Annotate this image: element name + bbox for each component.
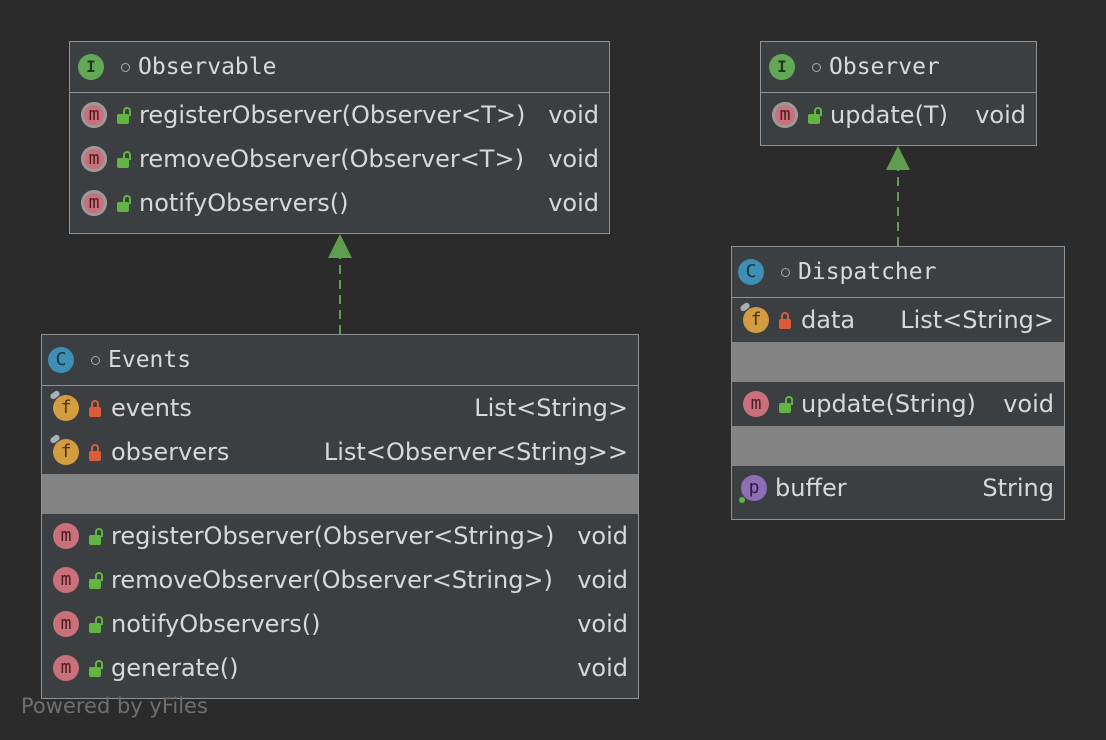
field-type: List<Observer<String>> — [323, 438, 628, 466]
method-name: removeObserver(Observer<T>) — [139, 145, 524, 173]
arrowhead-icon — [328, 234, 352, 258]
field-row[interactable]: f events List<String> — [42, 386, 638, 430]
method-icon: m — [53, 523, 79, 549]
method-name: update(String) — [801, 390, 976, 418]
public-lock-icon — [806, 105, 822, 125]
field-icon: f — [49, 389, 79, 421]
public-lock-icon — [87, 658, 103, 678]
method-type: void — [577, 610, 628, 638]
powered-by-footer: Powered by yFiles — [21, 694, 208, 718]
method-type: void — [548, 101, 599, 129]
node-title: Dispatcher — [798, 259, 937, 285]
node-header: C Events — [42, 335, 638, 386]
interface-icon: I — [78, 54, 104, 80]
abstract-method-icon: m — [81, 102, 107, 128]
method-type: void — [548, 189, 599, 217]
visibility-package-icon — [121, 62, 130, 72]
class-icon: C — [48, 347, 74, 373]
method-row[interactable]: m removeObserver(Observer<String>) void — [42, 558, 638, 602]
visibility-package-icon — [812, 62, 821, 72]
property-type: String — [982, 474, 1054, 502]
method-name: removeObserver(Observer<String>) — [111, 566, 553, 594]
field-name: data — [801, 306, 856, 334]
abstract-method-icon: m — [81, 190, 107, 216]
method-type: void — [975, 101, 1026, 129]
method-name: registerObserver(Observer<T>) — [139, 101, 526, 129]
edge-events-implements-observable — [328, 234, 352, 334]
section-separator — [42, 474, 638, 514]
method-row[interactable]: m registerObserver(Observer<T>) void — [70, 93, 609, 137]
node-header: I Observer — [761, 42, 1036, 93]
abstract-method-icon: m — [81, 146, 107, 172]
private-lock-icon — [87, 442, 103, 462]
section-separator — [732, 342, 1064, 382]
private-lock-icon — [777, 310, 793, 330]
property-icon: p — [739, 475, 767, 503]
public-lock-icon — [115, 105, 131, 125]
visibility-package-icon — [781, 267, 790, 277]
field-row[interactable]: f data List<String> — [732, 298, 1064, 342]
observable-interface-node[interactable]: I Observable m registerObserver(Observer… — [69, 41, 610, 234]
field-row[interactable]: f observers List<Observer<String>> — [42, 430, 638, 474]
method-row[interactable]: m registerObserver(Observer<String>) voi… — [42, 514, 638, 558]
method-icon: m — [53, 567, 79, 593]
public-lock-icon — [777, 394, 793, 414]
observer-interface-node[interactable]: I Observer m update(T) void — [760, 41, 1037, 146]
method-type: void — [577, 566, 628, 594]
property-name: buffer — [775, 474, 847, 502]
node-header: I Observable — [70, 42, 609, 93]
method-name: registerObserver(Observer<String>) — [111, 522, 555, 550]
method-row[interactable]: m removeObserver(Observer<T>) void — [70, 137, 609, 181]
property-row[interactable]: p buffer String — [732, 466, 1064, 510]
node-title: Observable — [138, 54, 277, 80]
abstract-method-icon: m — [772, 102, 798, 128]
public-lock-icon — [87, 614, 103, 634]
method-name: generate() — [111, 654, 239, 682]
interface-icon: I — [769, 54, 795, 80]
section-separator — [732, 426, 1064, 466]
arrowhead-icon — [886, 146, 910, 170]
field-icon: f — [739, 301, 769, 333]
method-row[interactable]: m notifyObservers() void — [70, 181, 609, 225]
public-lock-icon — [87, 570, 103, 590]
dispatcher-class-node[interactable]: C Dispatcher f data List<String> m updat… — [731, 246, 1065, 520]
method-icon: m — [743, 391, 769, 417]
public-lock-icon — [87, 526, 103, 546]
method-name: notifyObservers() — [111, 610, 321, 638]
method-name: notifyObservers() — [139, 189, 349, 217]
public-lock-icon — [115, 193, 131, 213]
method-row[interactable]: m notifyObservers() void — [42, 602, 638, 646]
method-row[interactable]: m update(T) void — [761, 93, 1036, 137]
public-lock-icon — [115, 149, 131, 169]
class-icon: C — [738, 259, 764, 285]
node-title: Events — [108, 347, 192, 373]
field-name: observers — [111, 438, 230, 466]
method-type: void — [577, 522, 628, 550]
node-title: Observer — [829, 54, 940, 80]
field-icon: f — [49, 433, 79, 465]
edge-dispatcher-implements-observer — [886, 146, 910, 246]
method-icon: m — [53, 611, 79, 637]
method-row[interactable]: m generate() void — [42, 646, 638, 690]
method-row[interactable]: m update(String) void — [732, 382, 1064, 426]
method-type: void — [577, 654, 628, 682]
method-type: void — [1003, 390, 1054, 418]
method-icon: m — [53, 655, 79, 681]
events-class-node[interactable]: C Events f events List<String> f observe… — [41, 334, 639, 699]
field-type: List<String> — [474, 394, 628, 422]
method-type: void — [548, 145, 599, 173]
visibility-package-icon — [91, 355, 100, 365]
field-name: events — [111, 394, 192, 422]
method-name: update(T) — [830, 101, 948, 129]
private-lock-icon — [87, 398, 103, 418]
field-type: List<String> — [900, 306, 1054, 334]
node-header: C Dispatcher — [732, 247, 1064, 298]
